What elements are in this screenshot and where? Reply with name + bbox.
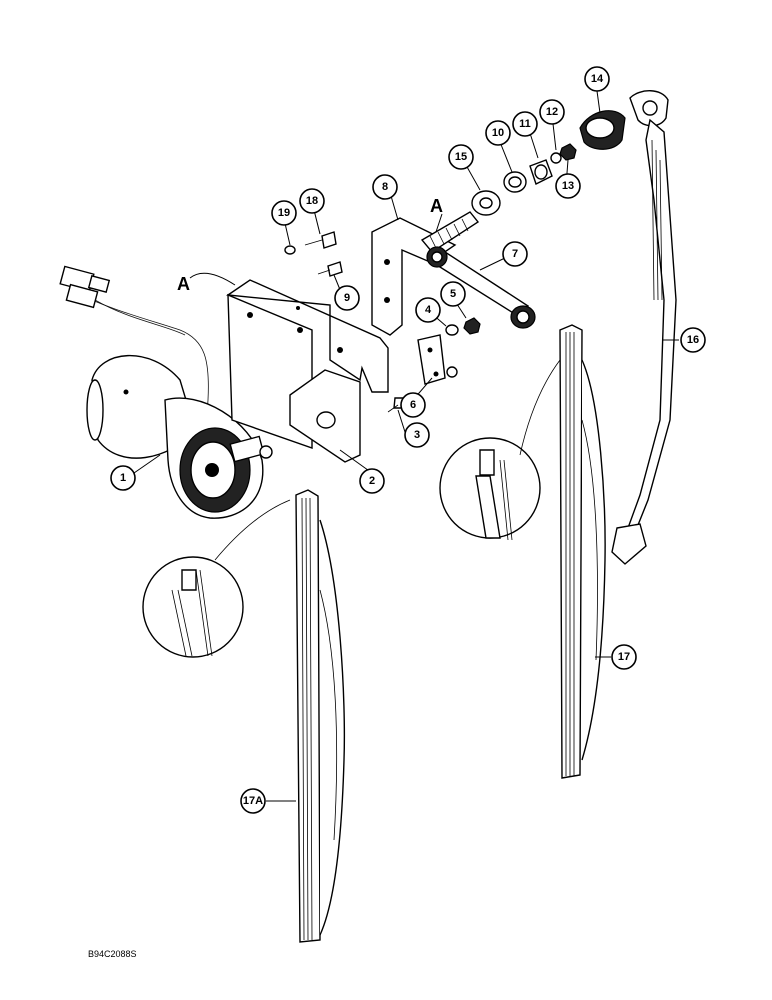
callout-7: 7 xyxy=(502,241,528,267)
wiper-arm xyxy=(611,90,677,565)
callout-4: 4 xyxy=(415,297,441,323)
svg-text:19: 19 xyxy=(278,207,290,219)
callout-11: 11 xyxy=(512,111,538,137)
svg-text:14: 14 xyxy=(591,73,604,85)
wiper-motor xyxy=(59,265,273,519)
svg-text:6: 6 xyxy=(410,399,416,411)
view-label-a-left: A xyxy=(177,274,190,294)
small-link xyxy=(417,334,458,385)
callout-17: 17 xyxy=(611,644,637,670)
callout-10: 10 xyxy=(485,120,511,146)
linkage-arm xyxy=(426,246,536,329)
wiper-blade-17 xyxy=(559,324,606,779)
svg-text:5: 5 xyxy=(450,288,456,300)
svg-text:10: 10 xyxy=(492,127,504,139)
callout-15: 15 xyxy=(448,144,474,170)
bolt-18 xyxy=(304,231,337,249)
washer-4 xyxy=(445,324,459,336)
svg-text:17A: 17A xyxy=(243,795,263,807)
nut-13 xyxy=(559,143,577,161)
figure-id: B94C2088S xyxy=(88,949,137,959)
callout-6: 6 xyxy=(400,392,426,418)
svg-text:17: 17 xyxy=(618,651,630,663)
svg-text:11: 11 xyxy=(519,118,531,130)
view-label-a-right: A xyxy=(430,196,443,216)
callout-14: 14 xyxy=(584,66,610,92)
svg-text:1: 1 xyxy=(120,472,126,484)
svg-text:15: 15 xyxy=(455,151,467,163)
callout-19: 19 xyxy=(271,200,297,226)
callout-1: 1 xyxy=(110,465,136,491)
screw-9 xyxy=(317,261,343,277)
nut-5 xyxy=(463,317,481,335)
svg-text:7: 7 xyxy=(512,248,518,260)
svg-text:9: 9 xyxy=(344,292,350,304)
callout-3: 3 xyxy=(404,422,430,448)
svg-text:2: 2 xyxy=(369,475,375,487)
detail-view-17 xyxy=(439,359,561,541)
svg-text:16: 16 xyxy=(687,334,699,346)
callout-13: 13 xyxy=(555,173,581,199)
callout-8: 8 xyxy=(372,174,398,200)
svg-text:18: 18 xyxy=(306,195,318,207)
mounting-bracket xyxy=(226,279,389,463)
callout-5: 5 xyxy=(440,281,466,307)
callout-12: 12 xyxy=(539,99,565,125)
cap-14 xyxy=(579,110,626,150)
svg-text:8: 8 xyxy=(382,181,388,193)
callout-18: 18 xyxy=(299,188,325,214)
callout-16: 16 xyxy=(680,327,706,353)
svg-text:12: 12 xyxy=(546,106,558,118)
callout-17a: 17A xyxy=(240,788,266,814)
svg-text:13: 13 xyxy=(562,180,574,192)
washer-19 xyxy=(284,245,296,255)
svg-text:3: 3 xyxy=(414,429,420,441)
svg-text:4: 4 xyxy=(425,304,432,316)
callout-9: 9 xyxy=(334,285,360,311)
callout-2: 2 xyxy=(359,468,385,494)
wiper-blade-17a xyxy=(295,489,346,943)
detail-view-17a xyxy=(142,499,291,658)
washer-12 xyxy=(550,152,562,164)
